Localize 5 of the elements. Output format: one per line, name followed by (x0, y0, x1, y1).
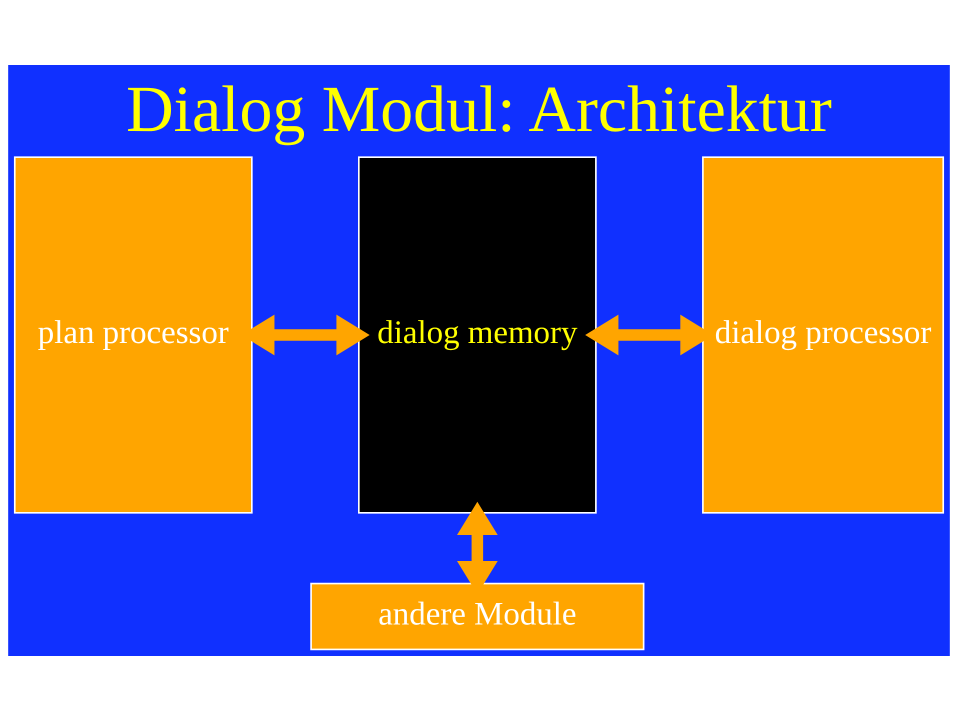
node-box: dialog processor (702, 156, 944, 514)
node-box: andere Module (310, 582, 644, 650)
node-box: plan processor (14, 156, 253, 514)
diagram-title: Dialog Modul: Architektur (126, 72, 832, 146)
node-box: dialog memory (358, 156, 597, 514)
